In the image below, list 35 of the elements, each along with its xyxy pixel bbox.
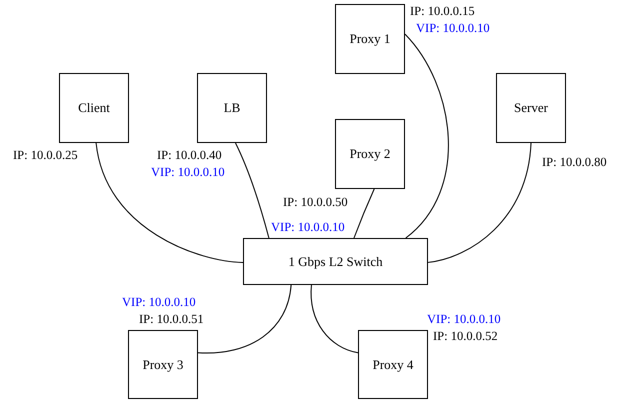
connection-line <box>198 284 292 354</box>
vip-address: VIP: 10.0.0.10 <box>416 21 490 36</box>
node-label: Proxy 4 <box>372 356 414 372</box>
node-label: Client <box>78 100 110 116</box>
vip-address: VIP: 10.0.0.10 <box>122 295 196 310</box>
node-label: Proxy 2 <box>350 146 390 162</box>
connection-line <box>235 142 270 238</box>
host-box <box>59 73 129 143</box>
ip-address: IP: 10.0.0.50 <box>283 195 348 210</box>
host-box <box>358 330 428 399</box>
ip-address: IP: 10.0.0.25 <box>13 148 78 163</box>
vip-address: VIP: 10.0.0.10 <box>151 165 225 180</box>
ip-address: IP: 10.0.0.40 <box>157 148 222 163</box>
host-box <box>197 73 267 143</box>
host-box <box>335 119 405 189</box>
host-box <box>335 4 405 74</box>
node-label: Proxy 1 <box>350 31 390 47</box>
connection-line <box>428 142 532 263</box>
ip-address: IP: 10.0.0.52 <box>433 329 498 344</box>
ip-address: IP: 10.0.0.80 <box>542 155 607 170</box>
host-box <box>496 73 566 143</box>
connection-line <box>354 188 375 238</box>
vip-address: VIP: 10.0.0.10 <box>427 312 501 327</box>
node-label: Proxy 3 <box>142 356 184 372</box>
connection-line <box>404 34 449 238</box>
switch-box <box>243 238 428 285</box>
ip-address: IP: 10.0.0.51 <box>139 312 204 327</box>
host-box <box>128 330 198 399</box>
connection-line <box>96 142 244 263</box>
vip-address: VIP: 10.0.0.10 <box>271 220 345 235</box>
ip-address: IP: 10.0.0.15 <box>410 4 475 19</box>
node-label: LB <box>224 100 240 116</box>
node-label: Server <box>514 100 548 116</box>
node-label: 1 Gbps L2 Switch <box>288 254 383 270</box>
connection-line <box>310 284 358 354</box>
